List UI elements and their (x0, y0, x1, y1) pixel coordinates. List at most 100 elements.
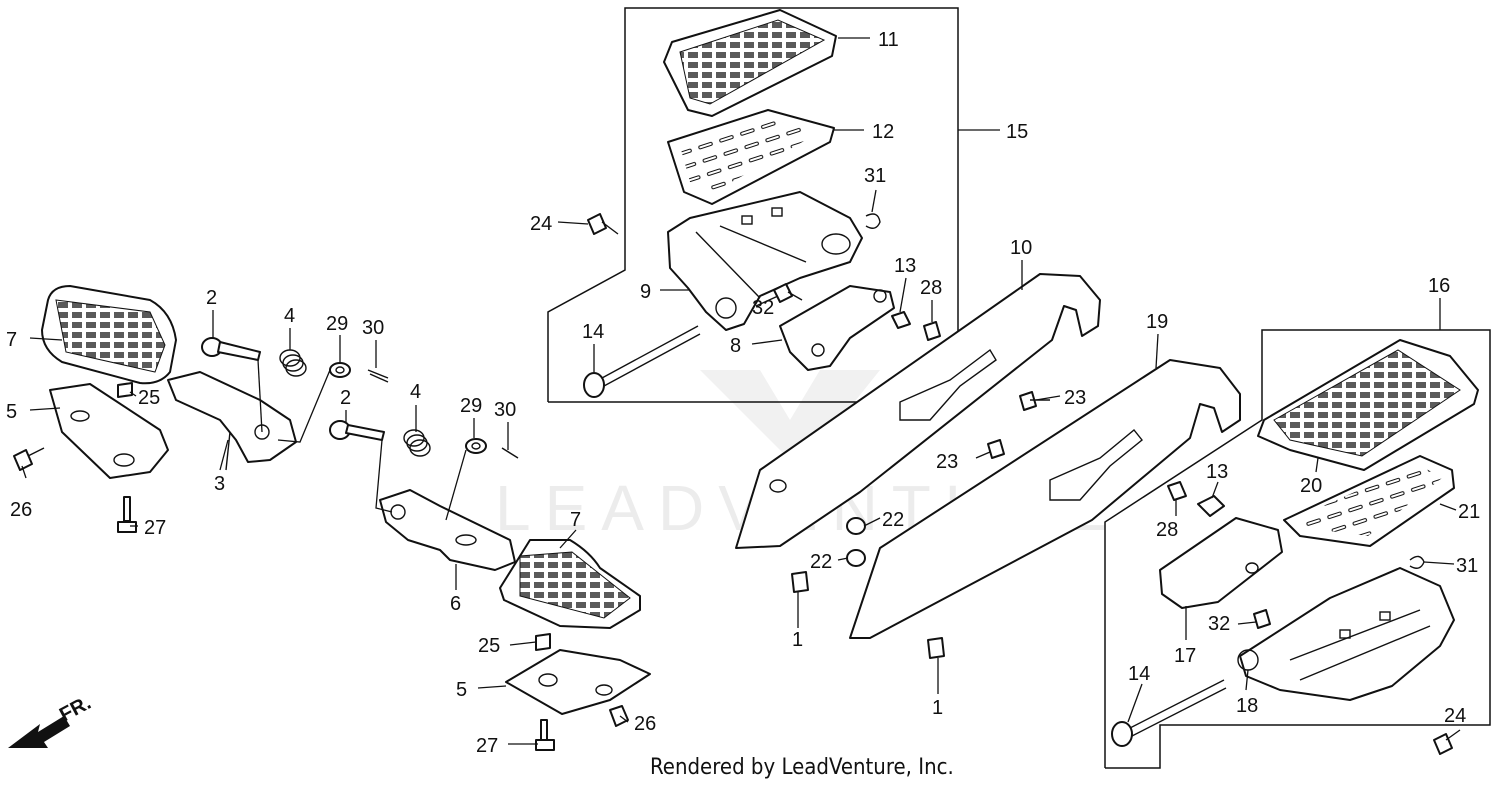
callout-13-top: 13 (894, 255, 916, 277)
callout-15: 15 (1006, 121, 1028, 143)
callout-2-left: 2 (206, 287, 217, 309)
footpeg-cover-center (505, 649, 651, 715)
callout-27-center: 27 (476, 735, 498, 757)
callout-24-right: 24 (1444, 705, 1466, 727)
bolt-26-left (13, 447, 45, 471)
step-rubber-20 (1257, 339, 1479, 471)
callout-10: 10 (1010, 237, 1032, 259)
shaft-14-top (583, 325, 701, 398)
collar-left (117, 382, 133, 398)
bolt-27-center (535, 719, 555, 751)
callout-5-left: 5 (6, 401, 17, 423)
callout-13-right: 13 (1206, 461, 1228, 483)
footpeg-cover-left (49, 383, 169, 479)
footpeg-rubber-left (41, 285, 177, 385)
callout-27-left: 27 (144, 517, 166, 539)
footpeg-bracket-left (167, 371, 297, 471)
clip-31-right (1409, 555, 1425, 569)
callout-29-left: 29 (326, 313, 348, 335)
bolt-32-right (1253, 609, 1271, 629)
shaft-14-right (1111, 679, 1227, 747)
callout-2-center: 2 (340, 387, 351, 409)
bolt-23-b (987, 439, 1005, 459)
nut-13-right (1197, 495, 1225, 517)
step-bar-10 (735, 273, 1101, 549)
cotter-pin-30-center (501, 447, 519, 459)
render-credit: Rendered by LeadVenture, Inc. (650, 755, 954, 780)
callout-30-center: 30 (494, 399, 516, 421)
pivot-17 (1159, 517, 1283, 609)
callout-14-right: 14 (1128, 663, 1150, 685)
callout-23-b: 23 (936, 451, 958, 473)
grommet-1-a (791, 571, 809, 593)
step-plate-12 (667, 109, 835, 205)
callout-25-left: 25 (138, 387, 160, 409)
washer-29-left (329, 362, 351, 378)
step-rubber-11 (663, 9, 837, 117)
callout-31-top: 31 (864, 165, 886, 187)
callout-32-right: 32 (1208, 613, 1230, 635)
callout-12: 12 (872, 121, 894, 143)
callout-23-a: 23 (1064, 387, 1086, 409)
cotter-pin-30-left (367, 369, 389, 383)
callout-1-b: 1 (932, 697, 943, 719)
callout-7-left: 7 (6, 329, 17, 351)
callouts: 7 5 26 27 25 2 3 4 29 30 2 4 29 30 6 7 2… (6, 29, 1480, 757)
nut-13-top (891, 311, 911, 329)
callout-4-center: 4 (410, 381, 421, 403)
bolt-28-right (1167, 481, 1187, 501)
callout-25-center: 25 (478, 635, 500, 657)
collar-center (535, 633, 551, 651)
callout-28-top: 28 (920, 277, 942, 299)
footpeg-rubber-center (499, 539, 641, 629)
callout-20: 20 (1300, 475, 1322, 497)
callout-24-top: 24 (530, 213, 552, 235)
pivot-8 (779, 285, 895, 371)
callout-3: 3 (214, 473, 225, 495)
callout-31-right: 31 (1456, 555, 1478, 577)
callout-1-a: 1 (792, 629, 803, 651)
callout-17: 17 (1174, 645, 1196, 667)
step-holder-9 (667, 191, 863, 331)
step-holder-18 (1237, 567, 1455, 701)
bolt-24-top (587, 213, 619, 235)
grommet-1-b (927, 637, 945, 659)
callout-5-center: 5 (456, 679, 467, 701)
callout-19: 19 (1146, 311, 1168, 333)
callout-8: 8 (730, 335, 741, 357)
bolt-27-left (117, 496, 137, 533)
assembly-box-16 (1104, 329, 1491, 769)
callout-29-center: 29 (460, 395, 482, 417)
step-bar-19 (849, 359, 1241, 639)
step-plate-21 (1283, 455, 1455, 547)
callout-28-right: 28 (1156, 519, 1178, 541)
leader-lines (21, 37, 1461, 745)
callout-26-left: 26 (10, 499, 32, 521)
callout-9: 9 (640, 281, 651, 303)
callout-22-b: 22 (810, 551, 832, 573)
callout-30-left: 30 (362, 317, 384, 339)
callout-6: 6 (450, 593, 461, 615)
callout-16: 16 (1428, 275, 1450, 297)
bolt-28-top (923, 321, 941, 341)
footpeg-bracket-center (379, 489, 516, 571)
callout-21: 21 (1458, 501, 1480, 523)
callout-32-top: 32 (752, 297, 774, 319)
pin-2-left (201, 337, 261, 361)
grommet-22-a (846, 517, 866, 535)
callout-7-center: 7 (570, 509, 581, 531)
pin-2-center (329, 420, 385, 441)
callout-22-a: 22 (882, 509, 904, 531)
bolt-23-a (1019, 391, 1050, 411)
callout-4-left: 4 (284, 305, 295, 327)
bolt-26-center (609, 705, 629, 727)
callout-26-center: 26 (634, 713, 656, 735)
callout-18: 18 (1236, 695, 1258, 717)
front-direction-arrow: FR. (8, 692, 95, 748)
spring-4-center (403, 429, 431, 457)
bolt-32-top (773, 283, 803, 303)
callout-14-top: 14 (582, 321, 604, 343)
clip-31-top (865, 213, 881, 229)
spring-4-left (279, 349, 307, 377)
